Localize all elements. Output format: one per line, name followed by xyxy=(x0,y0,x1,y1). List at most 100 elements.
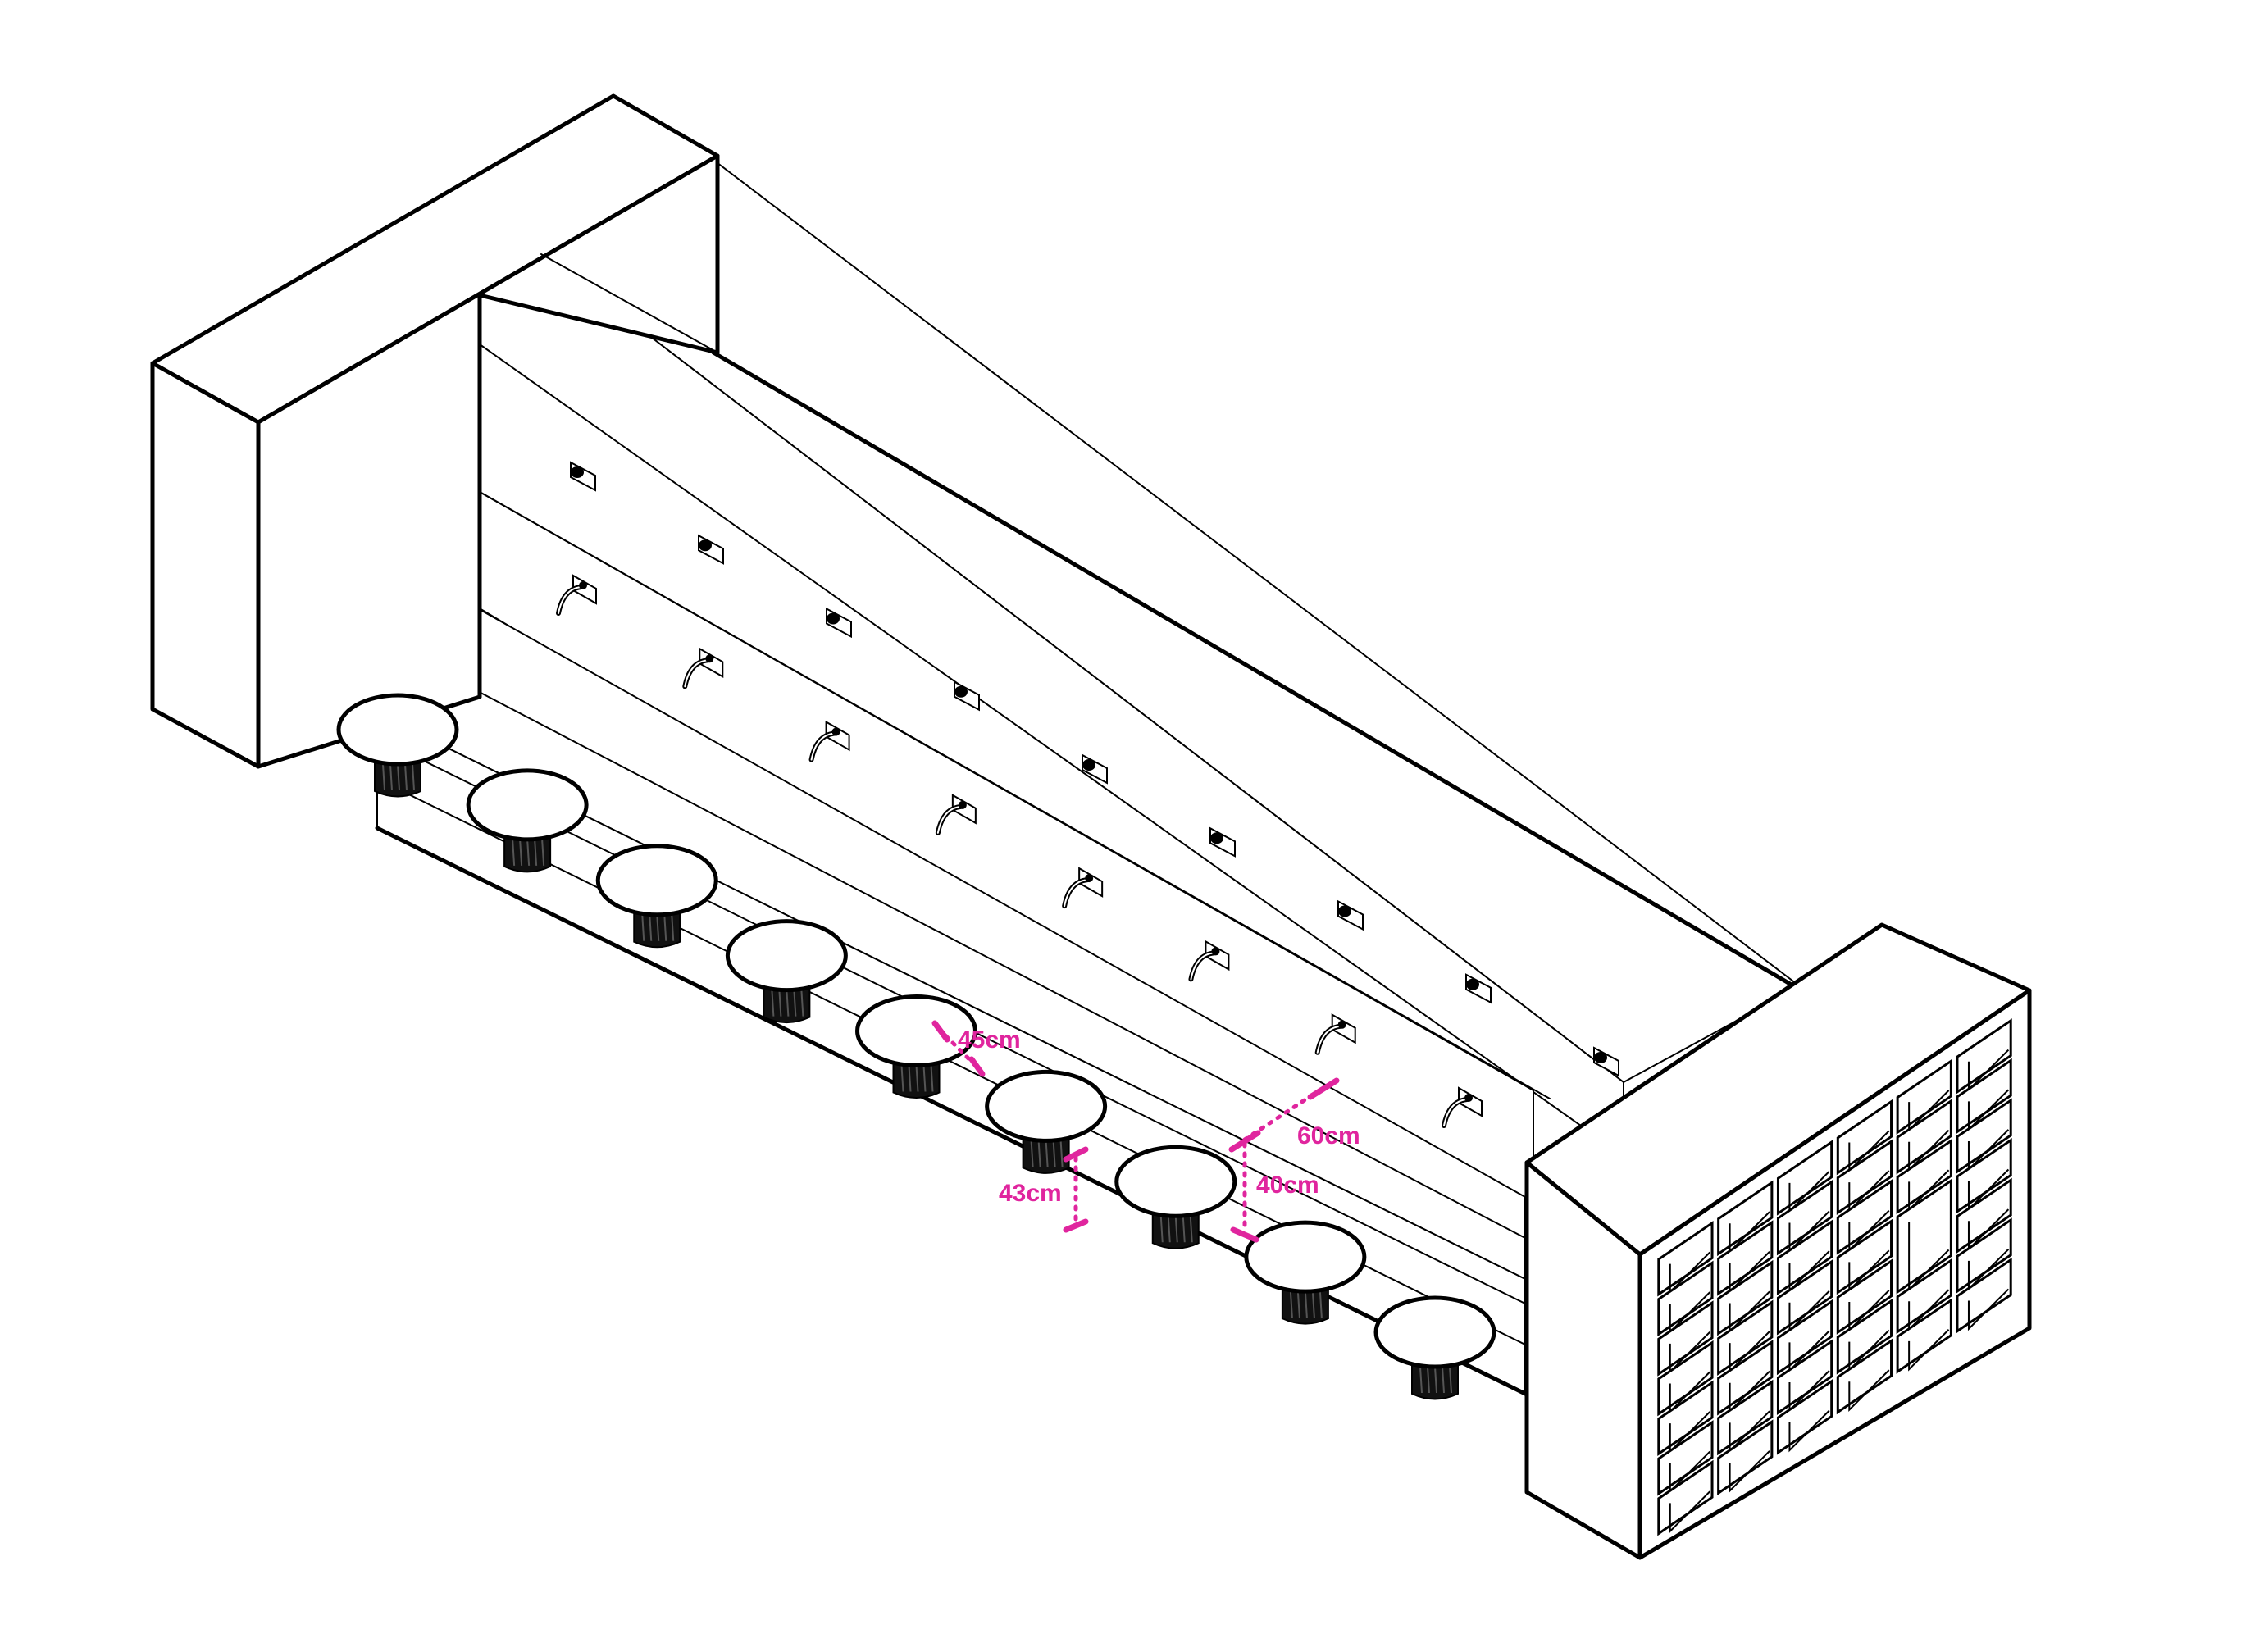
stool-seat xyxy=(1114,1145,1237,1218)
stool-base-highlight xyxy=(1449,1366,1452,1394)
stool xyxy=(1373,1295,1496,1400)
stool xyxy=(725,919,848,1024)
soap-dispenser-icon xyxy=(698,534,724,565)
cubby-opening xyxy=(1776,1339,1833,1415)
stool-base-highlight xyxy=(1174,1216,1178,1243)
cubby-opening xyxy=(1956,1177,2012,1254)
faucet-handle xyxy=(579,581,587,589)
stool-base-highlight xyxy=(389,763,393,791)
stool-base-highlight xyxy=(800,990,804,1017)
faucet-plate xyxy=(572,574,597,605)
soap-dispenser-icon xyxy=(1593,1046,1619,1077)
cubby-opening xyxy=(1956,1257,2012,1334)
cubby-opening xyxy=(1956,1137,2012,1214)
stool-base-highlight xyxy=(778,990,782,1017)
cubby-opening xyxy=(1956,1098,2012,1174)
faucet-plate xyxy=(951,794,977,825)
stool-base-highlight xyxy=(1427,1366,1430,1394)
stool-base-highlight xyxy=(1059,1140,1064,1167)
stool-base-highlight xyxy=(1442,1366,1445,1394)
stool-base-highlight xyxy=(1189,1216,1193,1243)
cubby-opening xyxy=(1776,1179,1833,1256)
soap-dispensers xyxy=(570,461,1619,1077)
stool-seat xyxy=(985,1069,1108,1143)
cubby-opening xyxy=(1956,1018,2012,1095)
faucet-plate xyxy=(1331,1013,1356,1044)
faucet-handle xyxy=(1211,947,1220,956)
cubby-opening xyxy=(1776,1299,1833,1376)
cubby-opening xyxy=(1717,1340,1774,1416)
stool-base-highlight xyxy=(771,990,775,1017)
cubby-opening xyxy=(1836,1258,1893,1335)
stool-base-highlight xyxy=(1311,1291,1315,1318)
faucet-handle xyxy=(831,727,840,736)
stool xyxy=(595,844,718,949)
soap-dispenser-icon xyxy=(1209,826,1236,858)
stool-base-highlight xyxy=(922,1065,927,1092)
stool-base-highlight xyxy=(930,1065,934,1092)
stool-base-highlight xyxy=(526,839,531,866)
dimension-bench-height-label: 40cm xyxy=(1256,1172,1319,1199)
stool-base-highlight xyxy=(786,990,790,1017)
soap-dispenser-icon xyxy=(570,461,596,492)
dispenser-nozzle xyxy=(954,685,968,698)
stool-base-highlight xyxy=(534,839,538,866)
cubby-opening xyxy=(1836,1298,1893,1375)
cubby-opening xyxy=(1776,1259,1833,1336)
cubby-opening xyxy=(1776,1219,1833,1296)
cubby-opening xyxy=(1896,1099,1952,1175)
stool xyxy=(1114,1145,1237,1249)
cubby-opening xyxy=(1836,1139,1893,1216)
cubby-opening xyxy=(1717,1419,1774,1495)
left-block-front xyxy=(150,361,261,769)
dimension-basin-depth-tick-start xyxy=(1228,1130,1261,1153)
cubby-opening xyxy=(1836,1099,1893,1176)
stool-base-highlight xyxy=(1045,1140,1049,1167)
stool-base-highlight xyxy=(382,763,385,791)
stool-base-highlight xyxy=(908,1065,912,1092)
stool-seat xyxy=(595,844,718,917)
stool-base-highlight xyxy=(793,990,797,1017)
stool-seat xyxy=(1373,1295,1496,1369)
cubby-cell xyxy=(1896,1178,1952,1295)
faucet-spout-highlight xyxy=(936,805,962,834)
left-block-inner-edge xyxy=(540,253,718,353)
cubby-opening xyxy=(1896,1178,1952,1295)
stool-base-highlight xyxy=(412,763,415,791)
stool-base-highlight xyxy=(1289,1291,1293,1318)
cubby-opening xyxy=(1717,1259,1774,1336)
cubby-opening xyxy=(1776,1140,1833,1216)
stool-seat xyxy=(725,919,848,993)
dimension-stool-height-tick-bottom xyxy=(1063,1218,1089,1233)
stool-base-highlight xyxy=(1052,1140,1056,1167)
stool-base-highlight xyxy=(1419,1366,1423,1394)
soap-dispenser-icon xyxy=(1082,753,1108,785)
stool-seat xyxy=(466,768,589,842)
stool-base-highlight xyxy=(1296,1291,1300,1318)
faucet-handle xyxy=(1464,1094,1473,1102)
faucet-spout-highlight xyxy=(1190,952,1215,981)
floor-line xyxy=(375,826,1528,1396)
dimension-stool-gap-tick-end xyxy=(968,1056,986,1077)
cubby-opening xyxy=(1657,1380,1714,1457)
dimension-bench-height-tick-bottom xyxy=(1230,1226,1259,1243)
cubby-cell xyxy=(1717,1419,1774,1495)
stool-base-highlight xyxy=(1304,1291,1308,1318)
stool-base-highlight xyxy=(1167,1216,1171,1243)
stool-base-highlight xyxy=(1182,1216,1186,1243)
dimension-stool-gap-tick-start xyxy=(931,1020,950,1043)
cubby-opening xyxy=(1896,1298,1952,1374)
faucet-plate xyxy=(1205,940,1230,972)
stool-base-highlight xyxy=(512,839,516,866)
cubby-opening xyxy=(1717,1220,1774,1296)
dispenser-nozzle xyxy=(827,612,840,625)
cubby-opening xyxy=(1717,1299,1774,1377)
faucet-icon xyxy=(1314,1013,1356,1055)
faucet-spout-highlight xyxy=(810,732,836,761)
cubby-recess xyxy=(1908,1329,1950,1372)
faucet-plate xyxy=(699,647,724,679)
faucet-icon xyxy=(1188,940,1230,982)
dimension-basin-depth-label: 60cm xyxy=(1297,1122,1360,1149)
faucet-plate xyxy=(1078,867,1104,898)
